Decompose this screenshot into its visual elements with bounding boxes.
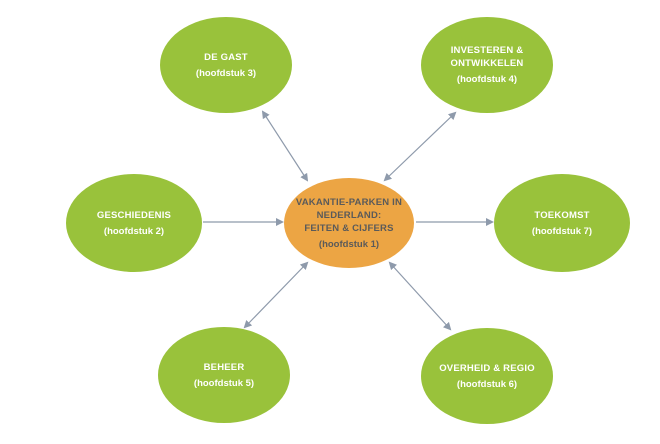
node-title: GESCHIEDENIS	[96, 209, 172, 221]
node-overheid-regio: OVERHEID & REGIO (hoofdstuk 6)	[421, 328, 553, 424]
node-title: BEHEER	[203, 361, 245, 373]
center-node: VAKANTIE-PARKEN IN NEDERLAND: FEITEN & C…	[284, 178, 414, 268]
node-de-gast: DE GAST (hoofdstuk 3)	[160, 17, 292, 113]
node-investeren-ontwikkelen: INVESTEREN & ONTWIKKELEN (hoofdstuk 4)	[421, 17, 553, 113]
node-chapter: (hoofdstuk 3)	[195, 67, 257, 79]
center-title-line-1: VAKANTIE-PARKEN IN	[295, 196, 403, 208]
node-chapter: (hoofdstuk 7)	[531, 225, 593, 237]
node-beheer: BEHEER (hoofdstuk 5)	[158, 327, 290, 423]
node-chapter: (hoofdstuk 2)	[103, 225, 165, 237]
node-title: OVERHEID & REGIO	[439, 362, 535, 374]
node-title-line-2: ONTWIKKELEN	[450, 58, 524, 69]
connector-investeren	[383, 111, 457, 182]
node-chapter: (hoofdstuk 5)	[193, 377, 255, 389]
connector-de-gast	[261, 110, 309, 182]
node-title-line-1: INVESTEREN &	[450, 45, 524, 56]
node-toekomst: TOEKOMST (hoofdstuk 7)	[494, 174, 630, 272]
center-chapter: (hoofdstuk 1)	[318, 238, 380, 250]
node-chapter: (hoofdstuk 6)	[456, 378, 518, 390]
connector-beheer	[243, 261, 309, 329]
node-chapter: (hoofdstuk 4)	[456, 74, 518, 85]
center-title-line-3: FEITEN & CIJFERS	[304, 222, 394, 234]
node-title: DE GAST	[204, 51, 248, 63]
node-geschiedenis: GESCHIEDENIS (hoofdstuk 2)	[66, 174, 202, 272]
node-title: TOEKOMST	[534, 209, 590, 221]
connector-overheid	[388, 261, 452, 331]
center-title-line-2: NEDERLAND:	[316, 209, 382, 221]
